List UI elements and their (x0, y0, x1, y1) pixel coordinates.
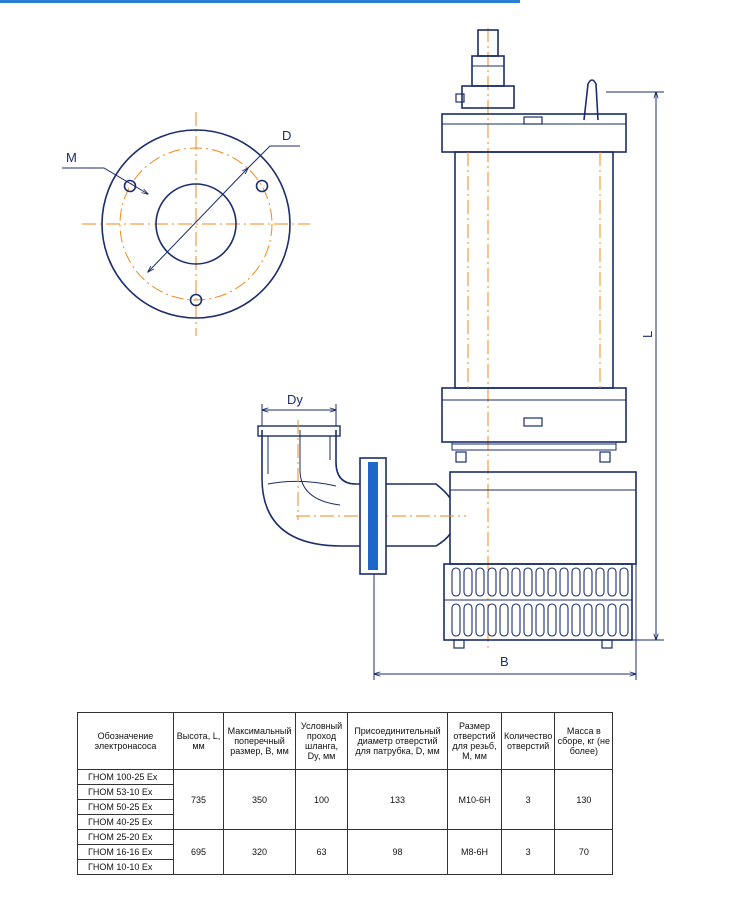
motor-lower-flange (441, 387, 627, 443)
strainer-rib (463, 567, 473, 597)
table-header-row: Обозначение электронасоса Высота, L, мм … (77, 712, 614, 770)
strainer-rib (523, 603, 533, 637)
table-row: ГНОМ 100-25 Ex 735 350 100 133 M10-6H 3 … (77, 769, 614, 830)
model-cell: ГНОМ 25-20 Ex (77, 829, 174, 845)
outlet-flange-plate (359, 457, 387, 575)
strainer-rib (559, 603, 569, 637)
bolt-hole-bottom (189, 293, 203, 307)
spec-table: Обозначение электронасоса Высота, L, мм … (77, 712, 614, 875)
thread-cell: M8-6H (447, 829, 502, 875)
strainer-rib (583, 603, 593, 637)
model-cell: ГНОМ 100-25 Ex (77, 769, 174, 785)
header-hole-diameter: Присоединительный диаметр отверстий для … (347, 712, 448, 770)
bolt-hole-left (123, 179, 137, 193)
strainer-rib (499, 567, 509, 597)
strainer-rib (547, 603, 557, 637)
discharge-pipe (386, 483, 451, 547)
strainer-rib (463, 603, 473, 637)
label-d: D (282, 128, 291, 143)
strainer-rib (595, 603, 605, 637)
hose-cell: 63 (295, 829, 348, 875)
max-size-cell: 350 (223, 769, 296, 830)
header-mass: Масса в сборе, кг (не более) (554, 712, 614, 770)
model-cell: ГНОМ 40-25 Ex (77, 814, 174, 830)
header-model: Обозначение электронасоса (77, 712, 174, 770)
label-l: L (640, 331, 655, 338)
pump-technical-drawing: M D (62, 28, 664, 680)
strainer-rib (619, 567, 629, 597)
strainer-rib (595, 567, 605, 597)
table-row: ГНОМ 10-10 Ex (77, 859, 613, 875)
max-size-cell: 320 (223, 829, 296, 875)
flange-top-view (62, 112, 310, 336)
header-max-size: Максимальный поперечный размер, B, мм (223, 712, 296, 770)
mass-cell: 130 (554, 769, 614, 830)
strainer-rib (619, 603, 629, 637)
strainer-rib (547, 567, 557, 597)
table-row: ГНОМ 25-20 Ex 695 320 63 98 M8-6H 3 70 (77, 829, 614, 875)
strainer-rib (511, 603, 521, 637)
strainer (443, 563, 633, 641)
strainer-rib (583, 567, 593, 597)
pump-side-view (257, 28, 664, 680)
strainer-rib (571, 567, 581, 597)
model-cell: ГНОМ 10-10 Ex (77, 859, 174, 875)
header-accent-bar (0, 0, 520, 3)
bolt-hole-right (255, 179, 269, 193)
label-b: B (500, 654, 509, 669)
elbow-inner-curve (299, 430, 341, 506)
d-dimension-line (148, 168, 248, 272)
label-dy: Dy (287, 392, 303, 407)
holes-cell: 3 (500, 829, 556, 875)
motor-housing (454, 151, 614, 389)
model-cell: ГНОМ 16-16 Ex (77, 844, 174, 860)
header-hose: Условный проход шланга, Dy, мм (295, 712, 348, 770)
strainer-rib (535, 567, 545, 597)
hose-elbow-outer (261, 430, 360, 547)
strainer-rib (475, 567, 485, 597)
model-cell: ГНОМ 50-25 Ex (77, 799, 174, 815)
label-m: M (66, 150, 77, 165)
flange-outer-circle (101, 129, 291, 319)
hose-elbow-inner (335, 430, 360, 485)
strainer-rib (451, 603, 461, 637)
mass-cell: 70 (554, 829, 614, 875)
hose-cell: 100 (295, 769, 348, 830)
model-cell: ГНОМ 53-10 Ex (77, 784, 174, 800)
strainer-rib (487, 567, 497, 597)
strainer-rib (559, 567, 569, 597)
strainer-rib (475, 603, 485, 637)
strainer-rib (607, 603, 617, 637)
header-height: Высота, L, мм (173, 712, 224, 770)
header-thread: Размер отверстий для резьб, M, мм (447, 712, 502, 770)
bolt-circle (119, 147, 273, 301)
lifting-handle (583, 79, 599, 121)
strainer-rib (487, 603, 497, 637)
d-leader (247, 145, 300, 169)
volute-housing (449, 471, 637, 565)
header-holes: Количество отверстий (500, 712, 556, 770)
hose-nipple (257, 425, 341, 437)
hole-diameter-cell: 98 (347, 829, 448, 875)
strainer-rib (523, 567, 533, 597)
hole-diameter-cell: 133 (347, 769, 448, 830)
thread-cell: M10-6H (447, 769, 502, 830)
height-cell: 735 (173, 769, 224, 830)
strainer-rib (607, 567, 617, 597)
strainer-rib (499, 603, 509, 637)
strainer-rib (535, 603, 545, 637)
height-cell: 695 (173, 829, 224, 875)
holes-cell: 3 (500, 769, 556, 830)
strainer-rib (451, 567, 461, 597)
strainer-ribs (451, 567, 629, 637)
gland-base (461, 85, 515, 109)
strainer-rib (511, 567, 521, 597)
m-leader (62, 167, 148, 194)
strainer-rib (571, 603, 581, 637)
